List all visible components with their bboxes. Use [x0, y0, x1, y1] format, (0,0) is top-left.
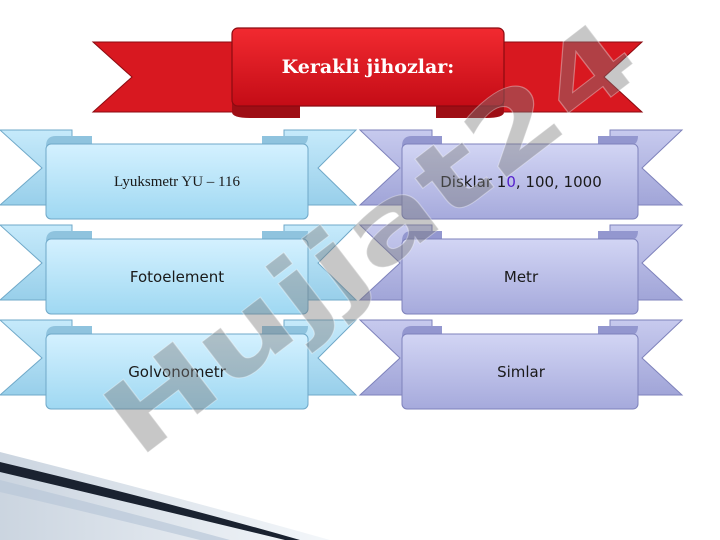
item-fotoelement: Fotoelement — [48, 240, 306, 314]
ribbon-disklar — [358, 129, 684, 220]
item-golvonometr-label: Golvonometr — [128, 363, 226, 381]
ribbon-golvonometr — [0, 319, 358, 410]
item-golvonometr: Golvonometr — [48, 335, 306, 409]
item-simlar-label: Simlar — [497, 363, 545, 381]
item-disklar-suffix: , 100, 1000 — [515, 173, 602, 191]
title-ribbon — [91, 27, 644, 118]
item-lyuksmetr: Lyuksmetr YU – 116 — [48, 145, 306, 219]
item-disklar-label: Disklar 10, 100, 1000 — [440, 173, 602, 191]
ribbon-fotoelement — [0, 224, 358, 315]
ribbon-lyuksmetr — [0, 129, 358, 220]
item-metr: Metr — [392, 240, 650, 314]
ribbon-simlar — [358, 319, 684, 410]
item-disklar-highlight: 0 — [506, 173, 516, 191]
item-disklar-prefix: Disklar 1 — [440, 173, 507, 191]
item-disklar: Disklar 10, 100, 1000 — [392, 145, 650, 219]
slide-title: Kerakli jihozlar: — [281, 56, 455, 78]
item-lyuksmetr-label: Lyuksmetr YU – 116 — [114, 173, 240, 190]
item-fotoelement-label: Fotoelement — [129, 268, 225, 286]
ribbon-metr — [358, 224, 684, 315]
bottom-swoosh — [0, 452, 330, 540]
item-simlar: Simlar — [392, 335, 650, 409]
item-metr-label: Metr — [503, 268, 539, 286]
